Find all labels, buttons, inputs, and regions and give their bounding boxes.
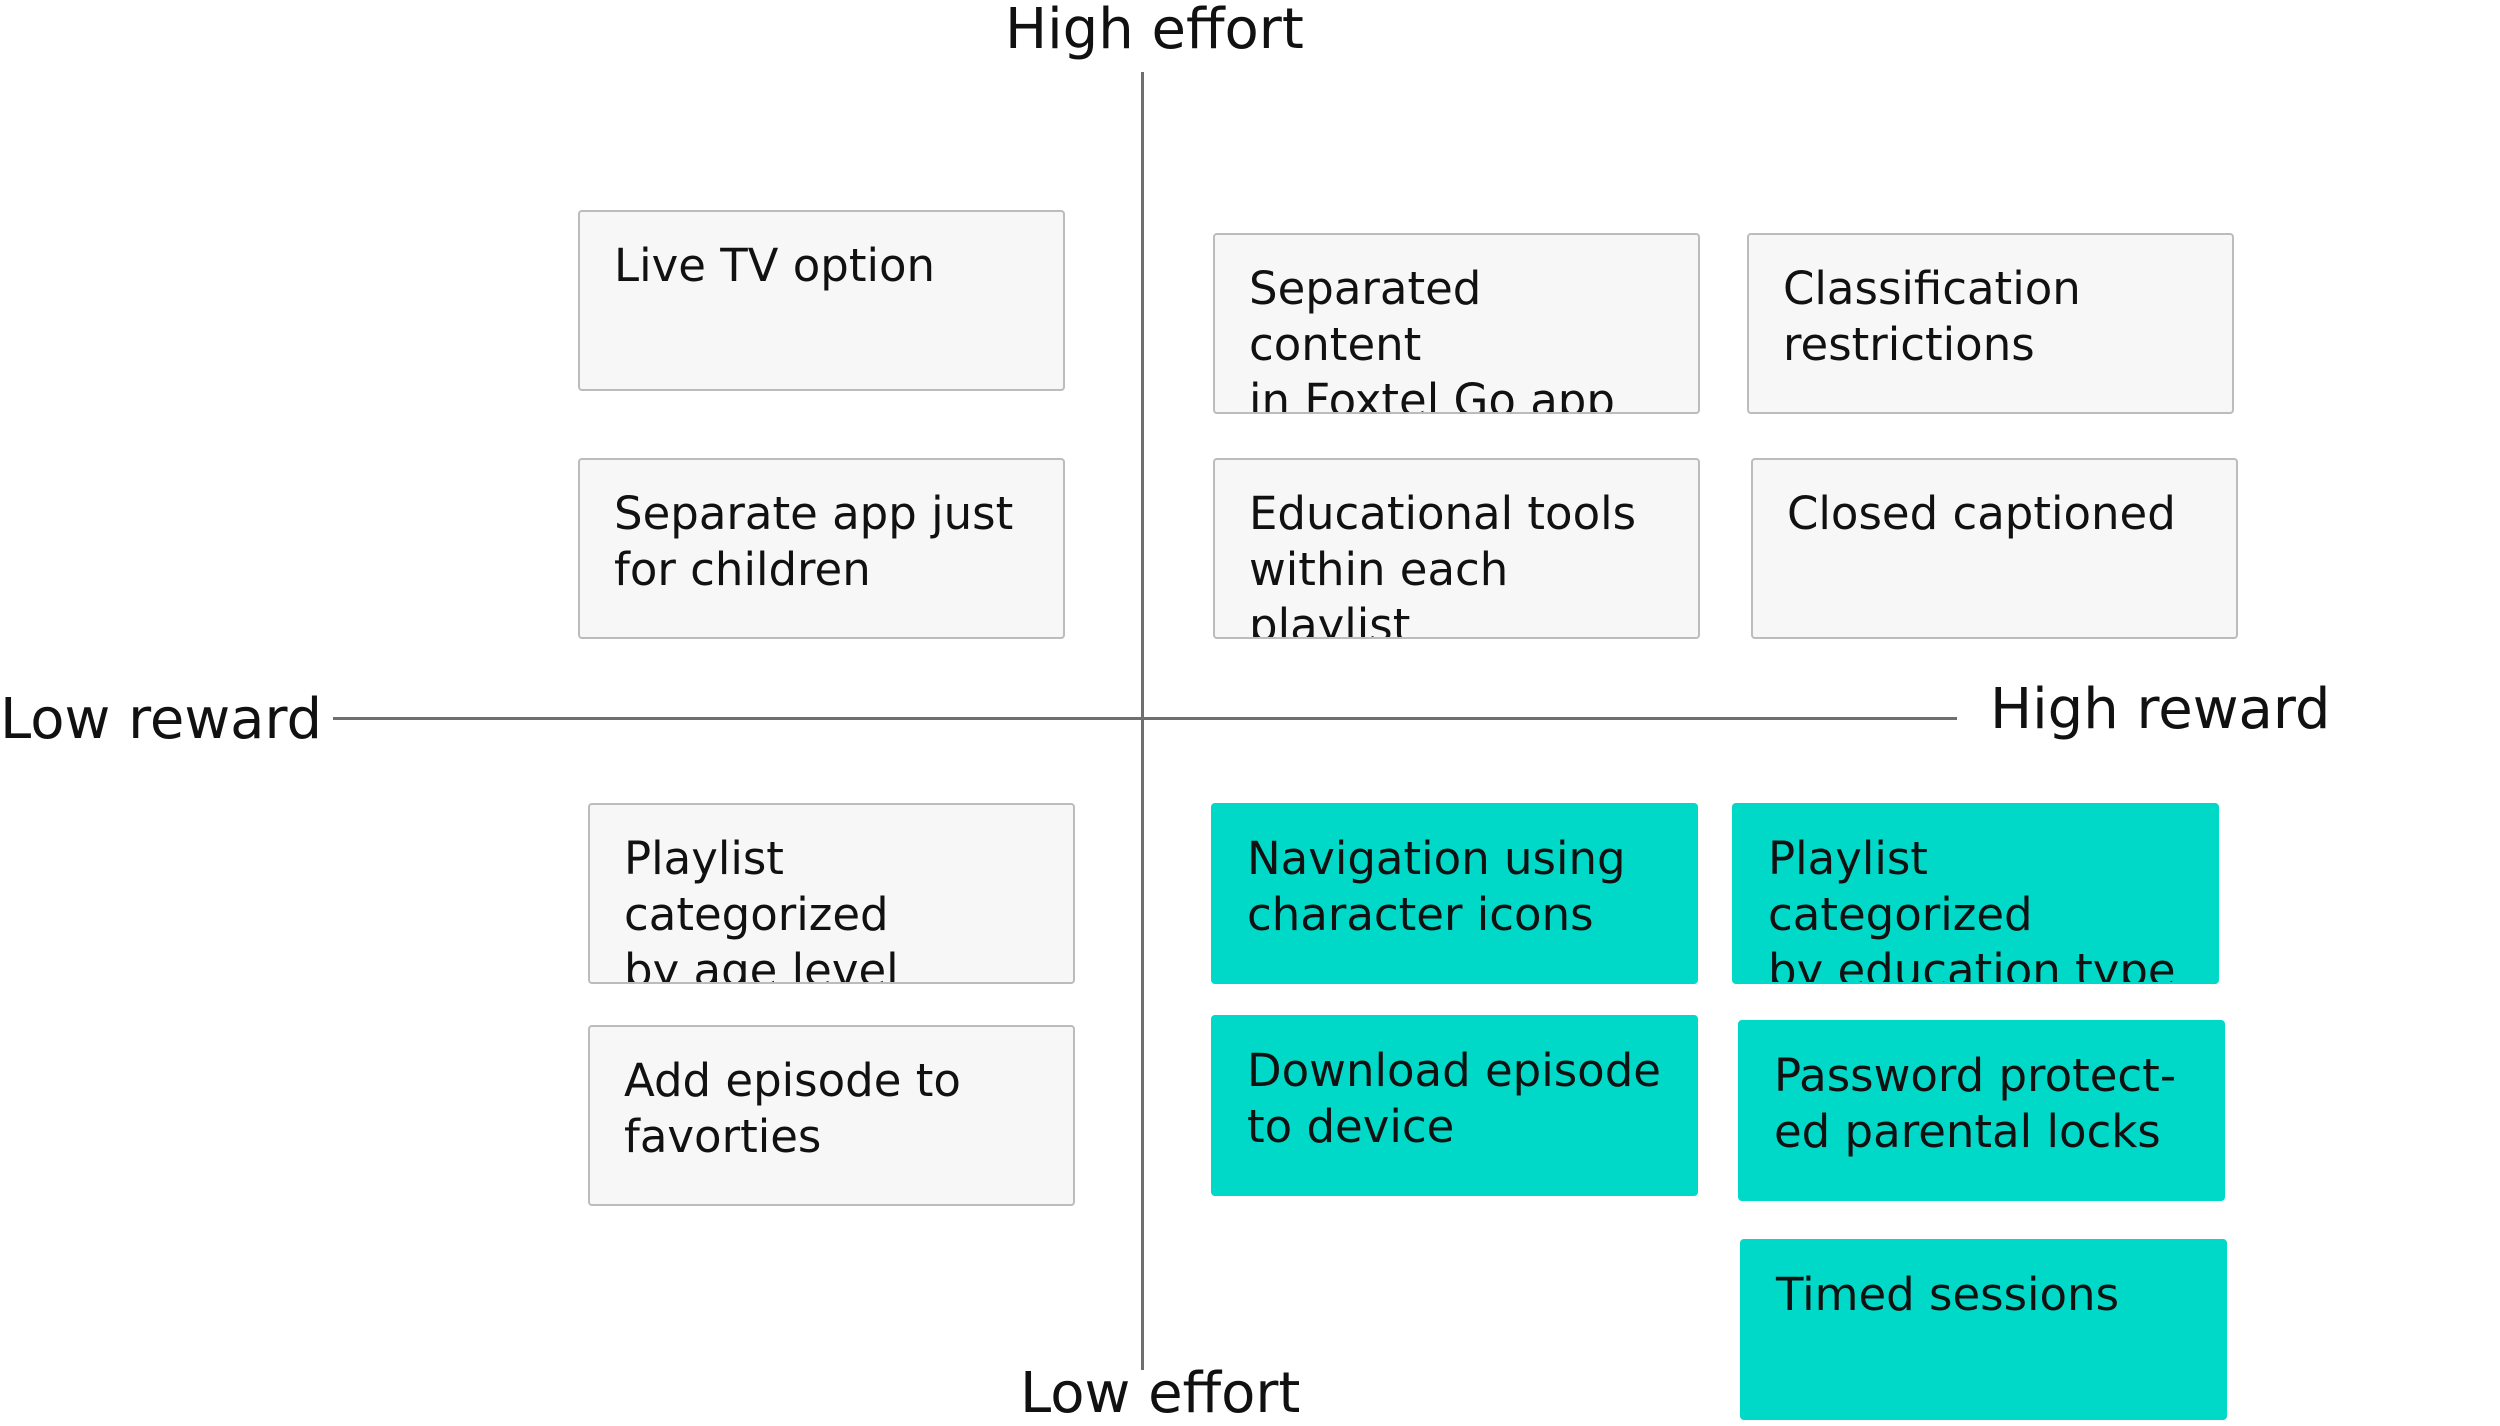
axis-label-low-reward: Low reward [0,687,323,752]
axis-label-high-effort: High effort [1005,0,1304,62]
note-closed-captioned: Closed captioned [1751,458,2238,639]
note-playlist-education-type: Playlist categorized by education type [1732,803,2219,984]
note-download-episode: Download episode to device [1211,1015,1698,1196]
note-classification-restrictions: Classification restrictions [1747,233,2234,414]
axis-label-high-reward: High reward [1990,677,2331,742]
note-live-tv-option: Live TV option [578,210,1065,391]
note-playlist-age-level: Playlist categorized by age level [588,803,1075,984]
note-separate-app: Separate app just for children [578,458,1065,639]
note-separated-content: Separated content in Foxtel Go app [1213,233,1700,414]
axis-label-low-effort: Low effort [1020,1361,1301,1426]
note-add-episode-favorites: Add episode to favorties [588,1025,1075,1206]
vertical-axis-line [1141,72,1144,1370]
note-password-parental-locks: Password protect- ed parental locks [1738,1020,2225,1201]
note-educational-tools: Educational tools within each playlist [1213,458,1700,639]
horizontal-axis-line [333,717,1957,720]
note-timed-sessions: Timed sessions [1740,1239,2227,1420]
note-navigation-character-icons: Navigation using character icons [1211,803,1698,984]
